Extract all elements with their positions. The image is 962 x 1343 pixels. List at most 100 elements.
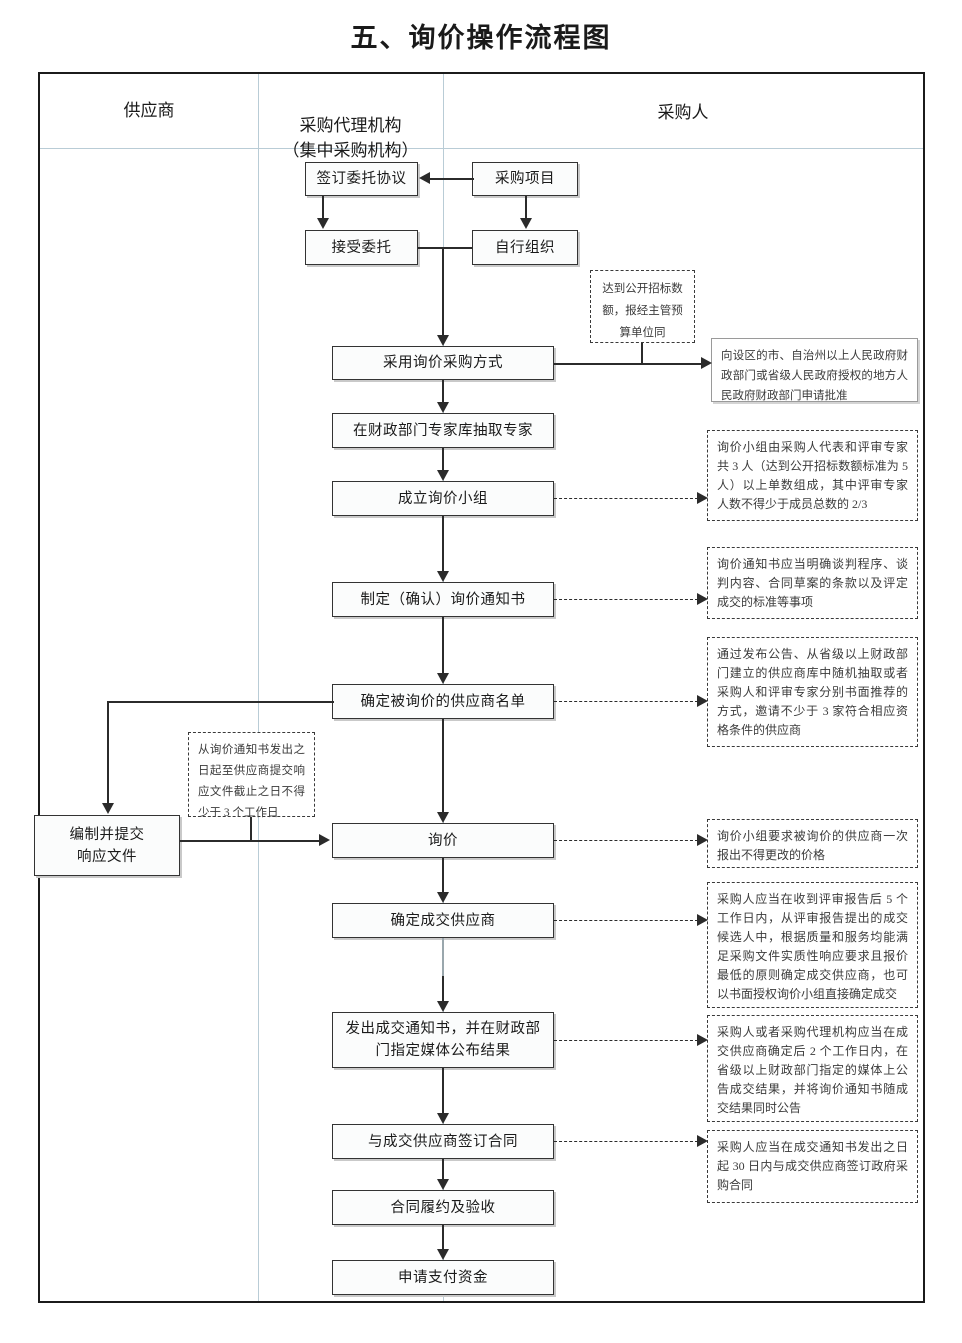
lane-label-text: 采购人 [657,103,709,122]
header-divider [40,148,923,149]
connector-winner-note [554,920,698,921]
note-text: 采购人应当在收到评审报告后 5 个工作日内，从评审报告提出的成交候选人中，根据质… [717,892,908,1001]
node-label: 制定（确认）询价通知书 [360,591,526,608]
node-sign-entrust[interactable]: 签订委托协议 [305,162,418,196]
connector-inquiry-to-winner [442,858,444,892]
arrowhead-down [437,1001,449,1012]
lane-label-text: 供应商 [123,101,175,120]
connector-notice-to-list [442,617,444,673]
node-label: 自行组织 [495,239,555,256]
node-make-notice[interactable]: 制定（确认）询价通知书 [332,582,554,617]
arrowhead-right [697,1135,708,1147]
note-supplier-invite: 通过发布公告、从省级以上财政部门建立的供应商库中随机抽取或者采购人和评审专家分别… [707,637,918,747]
node-contract-perform[interactable]: 合同履约及验收 [332,1190,554,1225]
node-label: 发出成交通知书，并在财政部 门指定媒体公布结果 [345,1021,541,1059]
arrowhead-right [697,1034,708,1046]
arrowhead-down [437,571,449,582]
node-label: 在财政部门专家库抽取专家 [353,422,533,439]
arrowhead-down [437,1179,449,1190]
arrowhead-right [697,695,708,707]
note-award-rule: 采购人应当在收到评审报告后 5 个工作日内，从评审报告提出的成交候选人中，根据质… [707,882,918,1008]
node-sign-contract[interactable]: 与成交供应商签订合同 [332,1124,554,1159]
flowchart-frame: 供应商 采购代理机构 （集中采购机构） 采购人 签订委托协议 采购项目 接受委托… [34,72,925,1303]
node-label: 申请支付资金 [398,1269,488,1286]
node-label: 采用询价采购方式 [383,355,503,371]
note-text: 询价小组要求被询价的供应商一次报出不得更改的价格 [717,829,908,862]
note-text: 达到公开招标数额，报经主管预算单位同 [602,283,683,339]
node-inquiry[interactable]: 询价 [332,823,554,858]
note-threshold: 达到公开招标数额，报经主管预算单位同 [590,270,695,343]
note-response-deadline: 从询价通知书发出之日起至供应商提交响应文件截止之日不得少于 3 个工作日 [188,732,315,819]
note-text: 询价通知书应当明确谈判程序、谈判内容、合同草案的条款以及评定成交的标准等事项 [717,557,908,609]
connector-adopt-to-approval [554,363,704,365]
arrowhead-down [102,803,114,814]
connector-group-note [554,498,698,499]
node-confirm-winner[interactable]: 确定成交供应商 [332,903,554,938]
lane-header-supplier: 供应商 [40,98,258,123]
connector-deadline-note-stub [250,817,252,841]
arrowhead-down [437,402,449,413]
connector-threshold-note-stub [641,343,643,364]
node-label: 与成交供应商签订合同 [368,1133,518,1150]
node-purchase-project[interactable]: 采购项目 [472,162,578,196]
node-self-organize[interactable]: 自行组织 [472,230,578,265]
connector-list-to-inquiry [442,719,444,812]
arrowhead-right [697,914,708,926]
arrowhead-right [697,593,708,605]
connector-sign-to-accept [322,196,324,219]
node-adopt-inquiry[interactable]: 采用询价采购方式 [332,346,554,380]
lane-header-agency: 采购代理机构 （集中采购机构） [258,88,443,163]
node-form-group[interactable]: 成立询价小组 [332,481,554,516]
connector-junction-to-adopt [442,247,444,336]
note-notice-content: 询价通知书应当明确谈判程序、谈判内容、合同草案的条款以及评定成交的标准等事项 [707,547,918,619]
connector-list-to-supplier-h [108,701,334,703]
note-approval-authority: 向设区的市、自治州以上人民政府财政部门或省级人民政府授权的地方人民政府财政部门申… [711,338,918,402]
connector-accept-to-junction [418,247,472,249]
connector-contract-note [554,1141,698,1142]
note-text: 向设区的市、自治州以上人民政府财政部门或省级人民政府授权的地方人民政府财政部门申… [721,350,908,402]
arrowhead-down [437,1249,449,1260]
node-label: 成立询价小组 [398,490,488,507]
note-group-composition: 询价小组由采购人代表和评审专家共 3 人（达到公开招标数额标准为 5 人）以上单… [707,430,918,521]
connector-experts-to-group [442,448,444,470]
node-apply-payment[interactable]: 申请支付资金 [332,1260,554,1295]
connector-inquiry-note [554,840,698,841]
note-text: 从询价通知书发出之日起至供应商提交响应文件截止之日不得少于 3 个工作日 [198,744,305,819]
connector-contract-to-perform [442,1159,444,1179]
arrowhead-left [419,172,430,184]
note-text: 采购人应当在成交通知书发出之日起 30 日内与成交供应商签订政府采购合同 [717,1140,908,1192]
page-title: 五、询价操作流程图 [350,23,612,53]
connector-winner-to-issue [442,938,444,976]
connector-group-to-notice [442,516,444,571]
connector-project-to-sign [430,178,474,180]
lane-header-purchaser: 采购人 [443,100,923,125]
node-label: 合同履约及验收 [390,1199,496,1216]
arrowhead-down [437,1113,449,1124]
node-label: 接受委托 [331,239,392,256]
arrowhead-down [437,892,449,903]
node-confirm-supplier-list[interactable]: 确定被询价的供应商名单 [332,684,554,719]
node-label: 编制并提交 响应文件 [69,826,145,865]
arrowhead-right [697,492,708,504]
arrowhead-right [319,834,330,846]
arrowhead-down [437,673,449,684]
note-contract-rule: 采购人应当在成交通知书发出之日起 30 日内与成交供应商签订政府采购合同 [707,1130,918,1203]
connector-project-to-self [525,196,527,219]
connector-winner-to-issue-2 [442,976,444,1001]
connector-issue-to-contract [442,1068,444,1113]
note-publish-rule: 采购人或者采购代理机构应当在成交供应商确定后 2 个工作日内，在省级以上财政部门… [707,1015,918,1122]
arrowhead-right [701,357,712,369]
node-label: 签订委托协议 [316,171,407,187]
connector-adopt-to-experts [442,380,444,402]
node-draw-experts[interactable]: 在财政部门专家库抽取专家 [332,413,554,448]
node-issue-notice-publish[interactable]: 发出成交通知书，并在财政部 门指定媒体公布结果 [332,1012,554,1068]
lane-divider-1 [258,74,259,1301]
note-text: 询价小组由采购人代表和评审专家共 3 人（达到公开招标数额标准为 5 人）以上单… [717,440,908,511]
arrowhead-down [317,218,329,229]
arrowhead-down [437,812,449,823]
node-prepare-response[interactable]: 编制并提交 响应文件 [34,815,180,876]
arrowhead-down [520,218,532,229]
node-label: 询价 [428,832,458,849]
note-text: 采购人或者采购代理机构应当在成交供应商确定后 2 个工作日内，在省级以上财政部门… [717,1025,908,1115]
node-accept-entrust[interactable]: 接受委托 [305,230,418,265]
